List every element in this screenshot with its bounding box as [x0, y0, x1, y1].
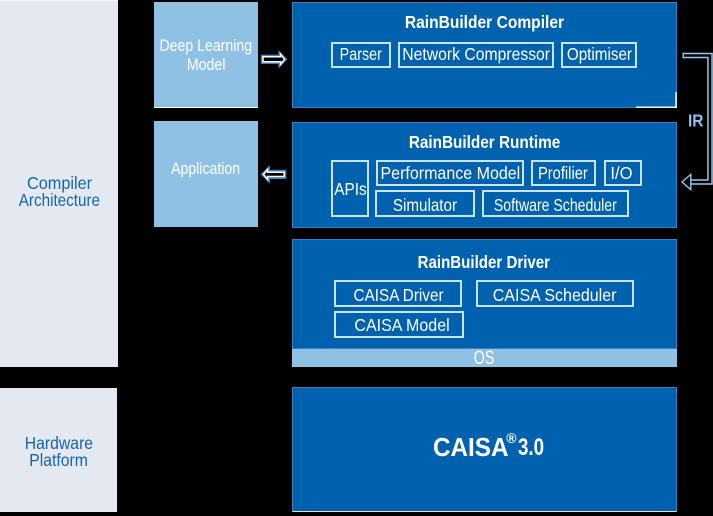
svg-text:IR: IR — [688, 111, 703, 131]
